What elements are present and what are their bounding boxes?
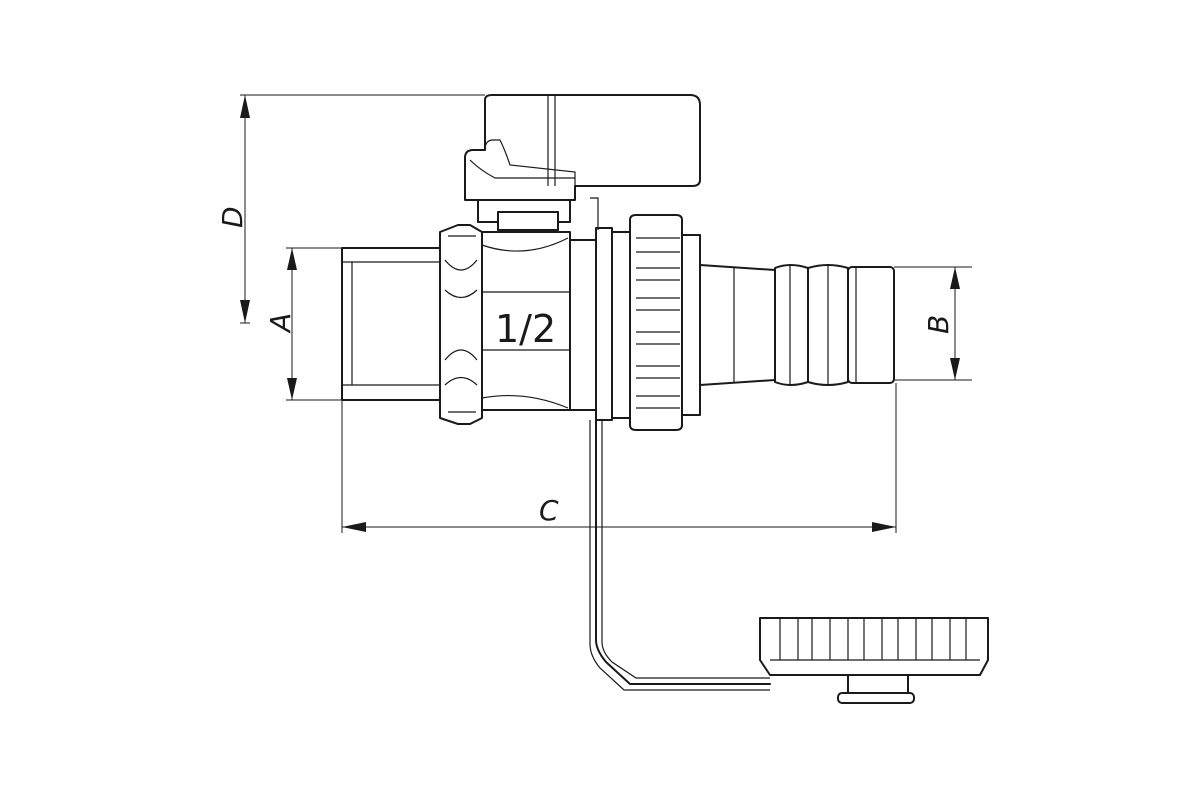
- size-marking: 1/2: [495, 307, 556, 351]
- dimension-label-C: C: [539, 494, 559, 527]
- dimension-A: A: [264, 247, 342, 401]
- hose-barb: [699, 264, 895, 386]
- union-nut: [629, 214, 701, 431]
- cap: [759, 617, 989, 704]
- dimension-label-A: A: [264, 313, 297, 334]
- valve-handle: [464, 94, 701, 201]
- dimension-D: D: [216, 94, 485, 324]
- dimension-B: B: [894, 266, 972, 381]
- dimension-C: C: [341, 383, 897, 533]
- male-thread-end: [341, 247, 441, 401]
- dimension-label-B: B: [922, 315, 955, 334]
- valve-stem: [477, 199, 571, 231]
- dimension-label-D: D: [216, 206, 249, 228]
- cap-chain: [589, 419, 771, 691]
- body-hex: [439, 224, 483, 425]
- body-connector: [569, 197, 631, 421]
